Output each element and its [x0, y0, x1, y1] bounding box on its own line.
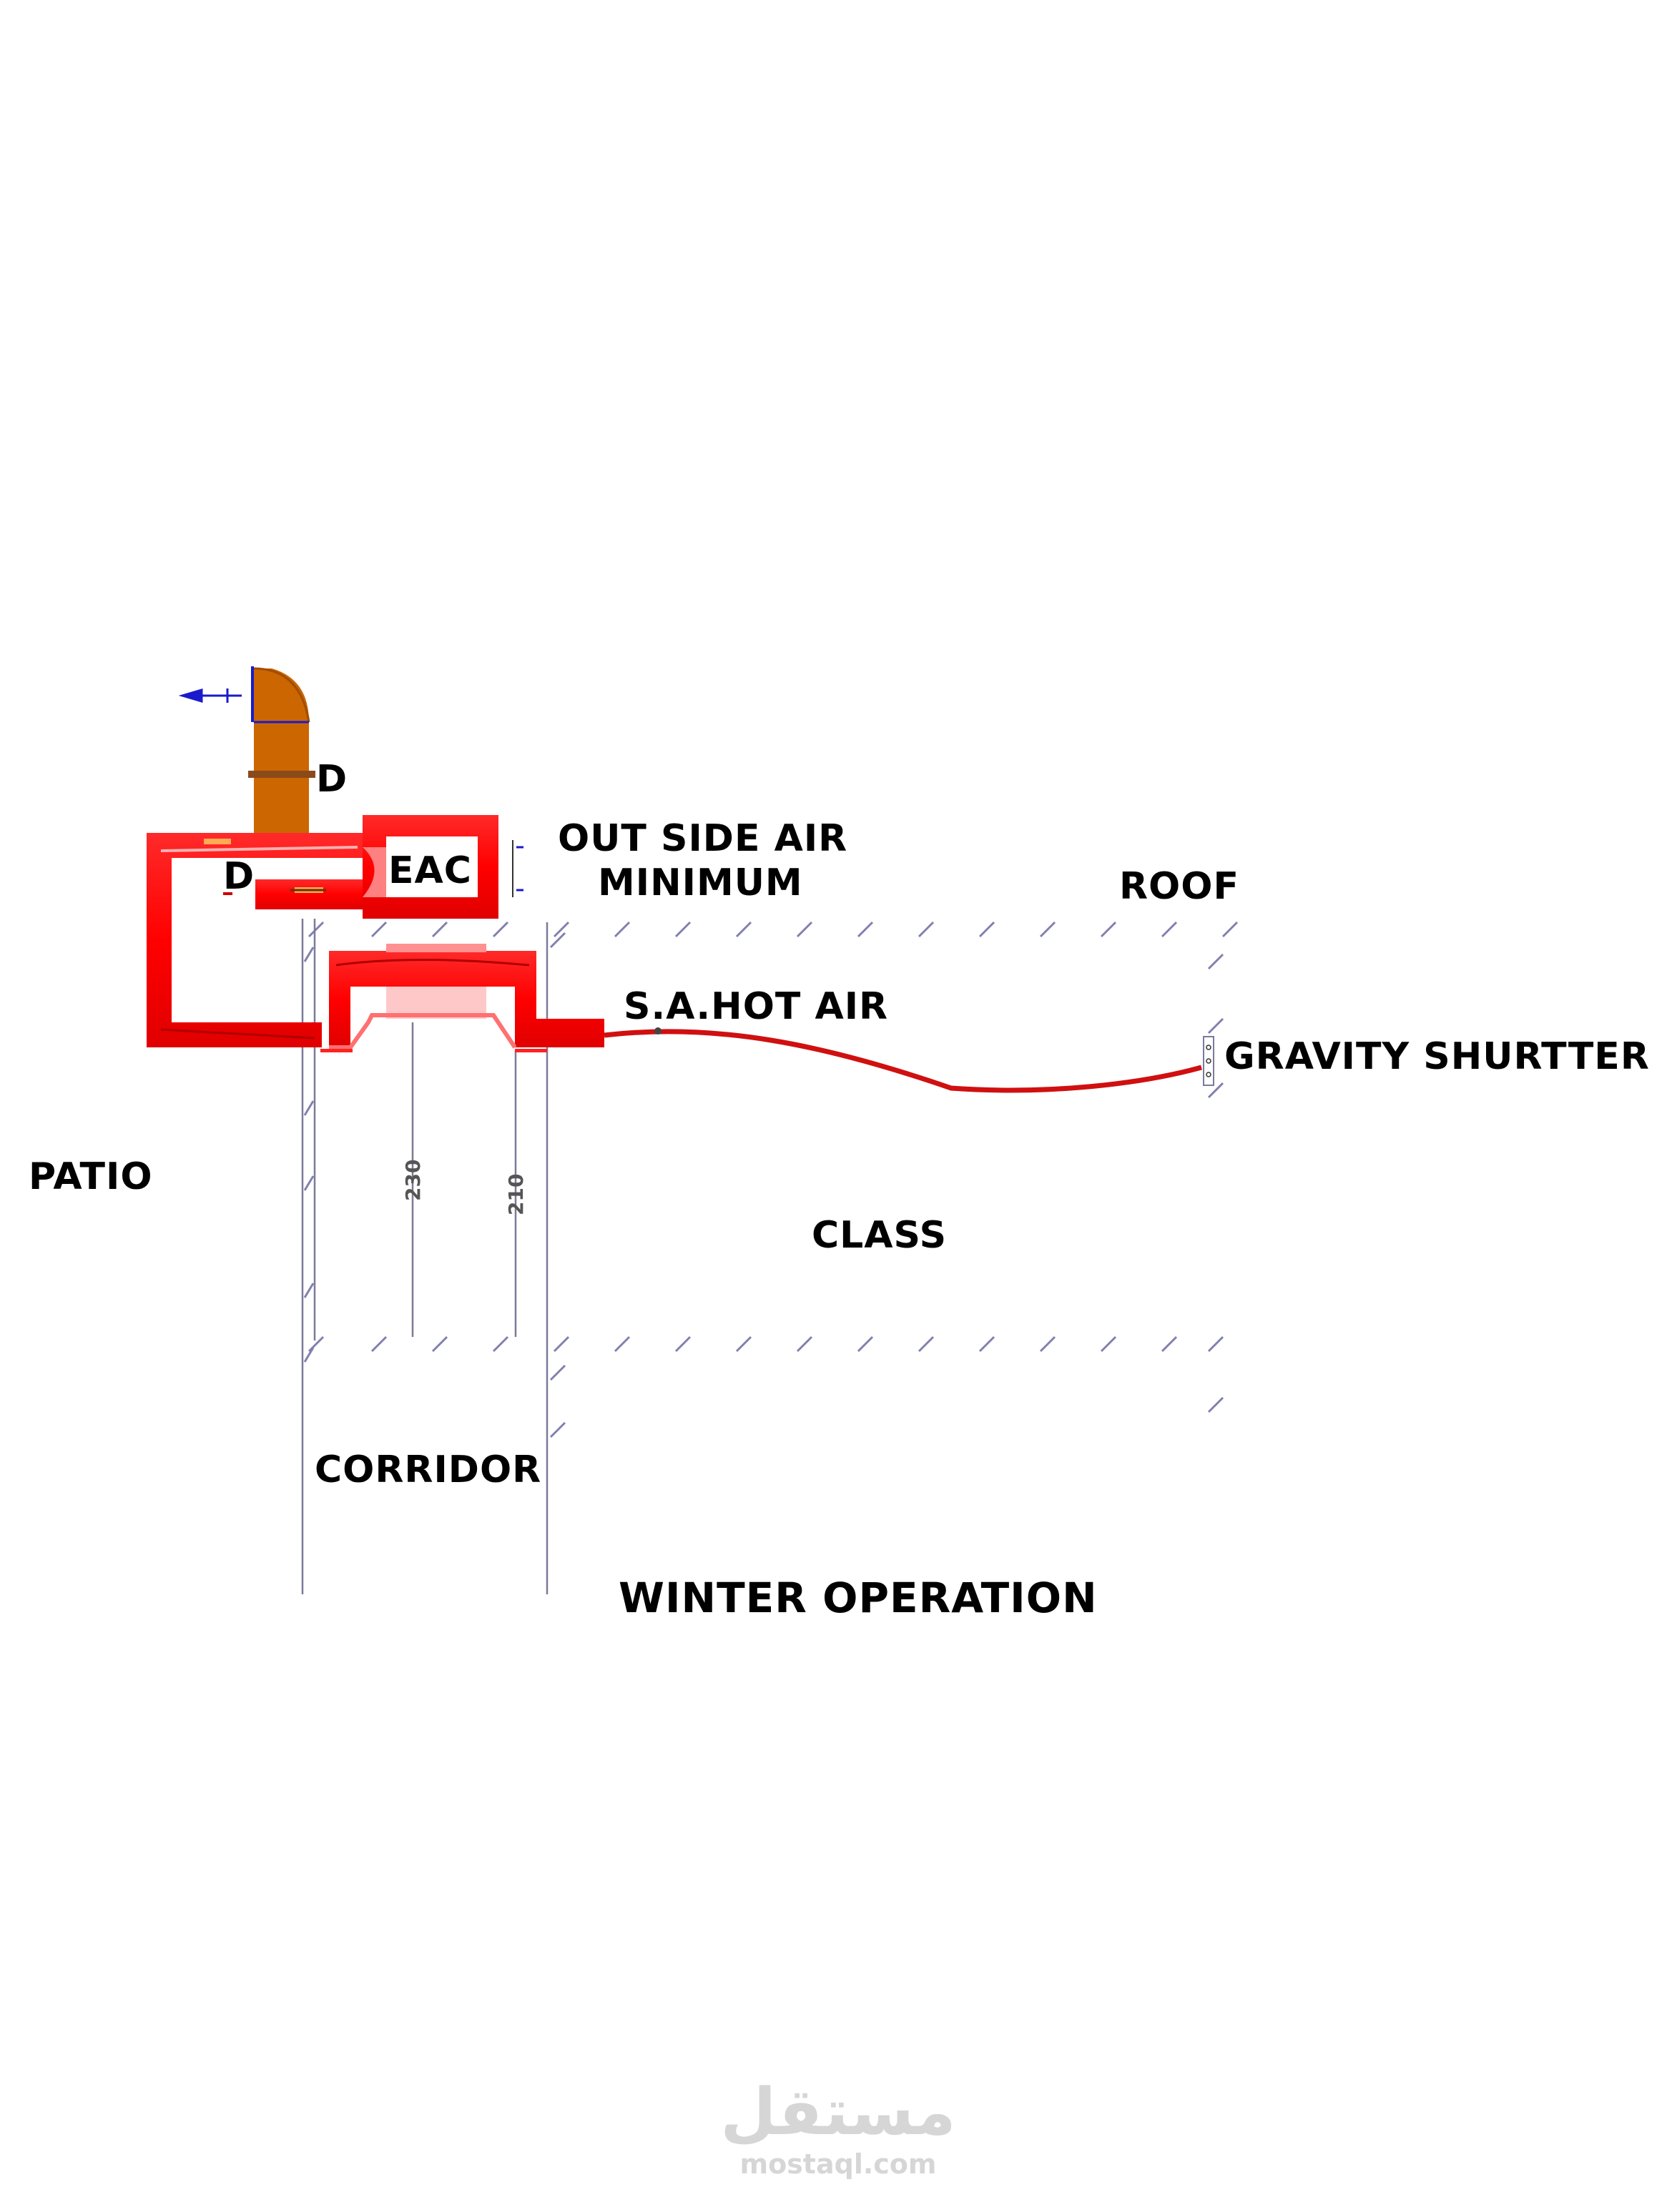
damper-top-label: D	[316, 758, 348, 801]
roof-hatch	[308, 921, 1239, 1099]
dimension-210: 210	[504, 1174, 528, 1215]
eac-unit	[363, 815, 523, 919]
watermark-url: mostaql.com	[739, 2148, 936, 2180]
diagram-title: WINTER OPERATION	[619, 1574, 1098, 1622]
eac-label: EAC	[388, 849, 472, 892]
outside-air-label: OUT SIDE AIR	[558, 817, 847, 860]
return-air-duct	[147, 833, 365, 1047]
gravity-shutter-icon	[1203, 1036, 1214, 1086]
corridor-label: CORRIDOR	[315, 1448, 541, 1491]
patio-wall-hatch	[303, 947, 315, 1363]
exhaust-duct	[248, 666, 315, 833]
exhaust-arrow-icon	[178, 688, 242, 703]
supply-air-label: S.A.HOT AIR	[624, 985, 888, 1028]
watermark-logo: مستقل	[720, 2075, 955, 2150]
floor-hatch	[308, 1335, 1224, 1438]
roof-label: ROOF	[1119, 865, 1239, 908]
class-label: CLASS	[812, 1214, 947, 1257]
dimension-230: 230	[401, 1160, 425, 1201]
patio-label: PATIO	[29, 1155, 153, 1198]
supply-air-duct	[320, 944, 604, 1052]
supply-air-line	[604, 1027, 1202, 1093]
outside-air-minimum-label: MINIMUM	[598, 861, 803, 904]
gravity-shutter-label: GRAVITY SHURTTER	[1224, 1035, 1650, 1078]
damper-duct	[223, 879, 365, 909]
damper-left-label: D	[223, 855, 255, 898]
